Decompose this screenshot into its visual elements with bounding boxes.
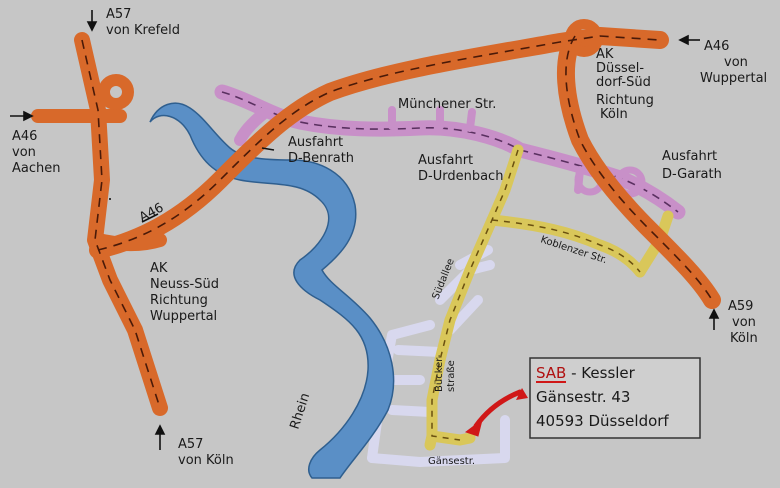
label-ak-duesseldorf-1: AK bbox=[596, 47, 614, 62]
label-a46-east-1: A46 bbox=[704, 39, 729, 54]
destination-arrow bbox=[464, 388, 528, 437]
label-ak-neuss-1: AK bbox=[150, 261, 168, 276]
label-a46-east-2: von bbox=[724, 55, 748, 70]
label-a46-west-1: A46 bbox=[12, 129, 37, 144]
label-ausfahrt-benrath-1: Ausfahrt bbox=[288, 135, 343, 150]
label-ak-neuss-3: Richtung bbox=[150, 293, 208, 308]
label-ak-neuss-4: Wuppertal bbox=[150, 309, 217, 324]
label-a59-3: Köln bbox=[730, 331, 758, 346]
label-a46-west-3: Aachen bbox=[12, 161, 60, 176]
label-ausfahrt-garath-2: D-Garath bbox=[662, 167, 722, 182]
label-a46-east-3: Wuppertal bbox=[700, 71, 767, 86]
label-a59-1: A59 bbox=[728, 299, 753, 314]
address-box: SAB - Kessler Gänsestr. 43 40593 Düsseld… bbox=[529, 357, 701, 439]
address-city: 40593 Düsseldorf bbox=[536, 412, 669, 430]
label-a57-south-2: von Köln bbox=[178, 453, 234, 468]
label-a46-west-2: von bbox=[12, 145, 36, 160]
label-ausfahrt-benrath-2: D-Benrath bbox=[288, 151, 354, 166]
label-a57-north-1: A57 bbox=[106, 7, 131, 22]
direction-arrows bbox=[10, 10, 720, 450]
label-a59-2: von bbox=[732, 315, 756, 330]
autobahn-arrows bbox=[81, 35, 713, 409]
label-buecker-2: straße bbox=[446, 360, 457, 392]
address-street: Gänsestr. 43 bbox=[536, 388, 630, 406]
label-ak-duesseldorf-5: Köln bbox=[600, 107, 628, 122]
label-buecker-1: Bücker- bbox=[434, 354, 445, 392]
company-name: SAB - Kessler bbox=[536, 364, 636, 382]
label-ak-duesseldorf-3: dorf-Süd bbox=[596, 75, 651, 90]
label-ausfahrt-urdenbach-2: D-Urdenbach bbox=[418, 169, 503, 184]
label-muenchener: Münchener Str. bbox=[398, 97, 496, 112]
label-ausfahrt-garath-1: Ausfahrt bbox=[662, 149, 717, 164]
label-a57-north-2: von Krefeld bbox=[106, 23, 180, 38]
river-rhein bbox=[149, 102, 395, 479]
label-a57-south-1: A57 bbox=[178, 437, 203, 452]
label-ak-duesseldorf-2: Düssel- bbox=[596, 61, 644, 76]
local-roads-arrows bbox=[431, 149, 641, 441]
label-ak-duesseldorf-4: Richtung bbox=[596, 93, 654, 108]
label-ak-neuss-2: Neuss-Süd bbox=[150, 277, 219, 292]
label-gaensestr: Gänsestr. bbox=[428, 456, 475, 467]
company-prefix: SAB bbox=[536, 364, 566, 382]
label-rhein: Rhein bbox=[288, 391, 314, 431]
label-ausfahrt-urdenbach-1: Ausfahrt bbox=[418, 153, 473, 168]
company-rest: - Kessler bbox=[566, 364, 635, 382]
